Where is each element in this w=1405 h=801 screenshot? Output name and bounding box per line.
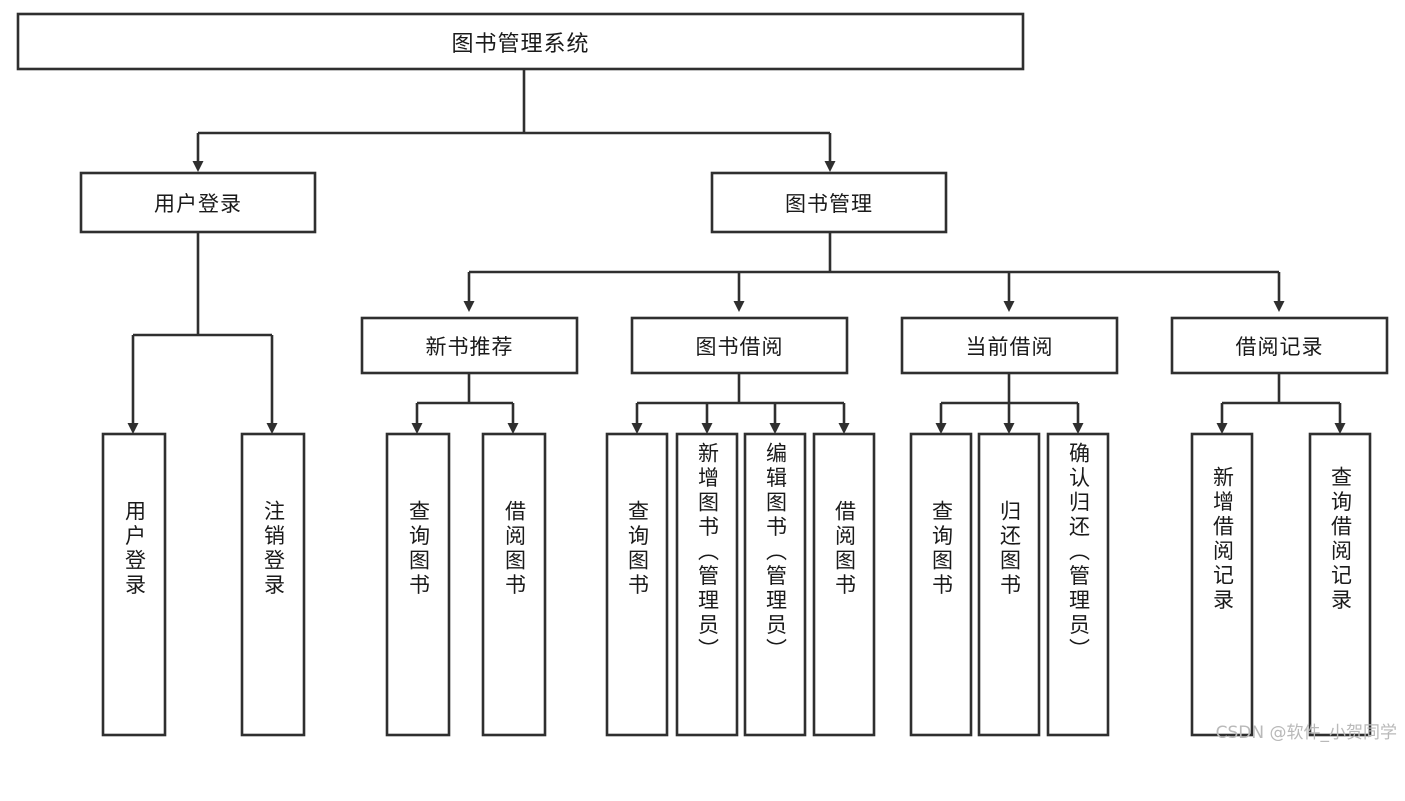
node-book-manage-box[interactable] bbox=[710, 171, 948, 234]
node-root-box[interactable] bbox=[16, 12, 1025, 71]
leaf-box-user-login-1[interactable] bbox=[240, 432, 306, 737]
node-book-borrow-box[interactable] bbox=[630, 316, 849, 375]
leaf-box-borrow-record-1[interactable] bbox=[1308, 432, 1372, 737]
leaf-box-user-login-0[interactable] bbox=[101, 432, 167, 737]
node-user-login-box[interactable] bbox=[79, 171, 317, 234]
leaf-box-book-borrow-0[interactable] bbox=[605, 432, 669, 737]
leaf-box-current-borrow-0[interactable] bbox=[909, 432, 973, 737]
leaf-box-new-book-1[interactable] bbox=[481, 432, 547, 737]
node-new-book-recommend-box[interactable] bbox=[360, 316, 579, 375]
functional-structure-diagram: 图书管理系统 用户登录 图书管理 新书推荐 图书借阅 当前借阅 借阅记录 用户登… bbox=[16, 12, 1397, 743]
node-borrow-record-box[interactable] bbox=[1170, 316, 1389, 375]
leaf-box-book-borrow-3[interactable] bbox=[812, 432, 876, 737]
leaf-box-book-borrow-1[interactable] bbox=[675, 432, 739, 737]
leaf-box-book-borrow-2[interactable] bbox=[743, 432, 807, 737]
leaf-box-current-borrow-2[interactable] bbox=[1046, 432, 1110, 737]
node-current-borrow-box[interactable] bbox=[900, 316, 1119, 375]
leaf-box-new-book-0[interactable] bbox=[385, 432, 451, 737]
leaf-box-current-borrow-1[interactable] bbox=[977, 432, 1041, 737]
leaf-box-borrow-record-0[interactable] bbox=[1190, 432, 1254, 737]
tree-connectors-and-boxes bbox=[16, 12, 1389, 737]
